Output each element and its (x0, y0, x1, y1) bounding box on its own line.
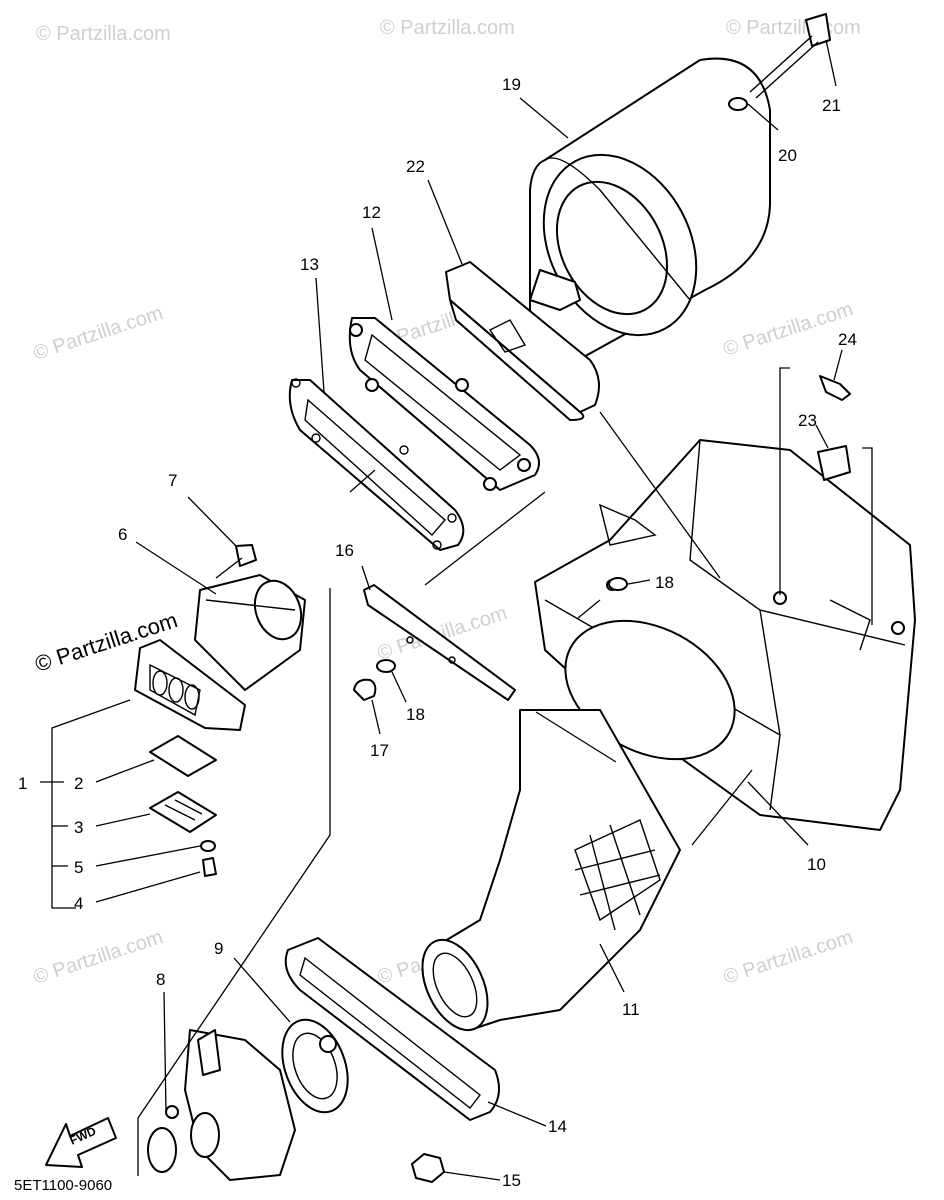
grommet[interactable] (608, 577, 628, 591)
watermark: © Partzilla.com (31, 302, 166, 365)
callout-24[interactable]: 24 (838, 330, 857, 349)
callout-10[interactable]: 10 (807, 855, 826, 874)
watermark: © Partzilla.com (721, 298, 856, 361)
intake-manifold[interactable] (194, 574, 309, 691)
diagram-code: 5ET1100-9060 (14, 1177, 112, 1194)
air-filter-element[interactable] (514, 57, 771, 373)
screw[interactable] (202, 857, 217, 877)
callout-16[interactable]: 16 (335, 541, 354, 560)
grommet[interactable] (376, 659, 396, 673)
callout-14[interactable]: 14 (548, 1117, 567, 1136)
watermark: © Partzilla.com (726, 17, 861, 39)
plate[interactable] (363, 584, 516, 701)
joint[interactable] (270, 1011, 359, 1122)
leader-lines (40, 39, 873, 1181)
callout-20[interactable]: 20 (778, 146, 797, 165)
callout-19[interactable]: 19 (502, 75, 521, 94)
callout-7[interactable]: 7 (168, 471, 177, 490)
callout-15[interactable]: 15 (502, 1171, 521, 1190)
callout-13[interactable]: 13 (300, 255, 319, 274)
callout-5[interactable]: 5 (74, 858, 83, 877)
clip[interactable] (817, 445, 851, 481)
washer[interactable] (200, 840, 216, 852)
callout-18[interactable]: 18 (406, 705, 425, 724)
callout-17[interactable]: 17 (370, 741, 389, 760)
watermark: © Partzilla.com (721, 926, 856, 989)
gasket[interactable] (288, 378, 465, 551)
forward-arrow-icon: FWD (45, 1117, 117, 1168)
callout-3[interactable]: 3 (74, 818, 83, 837)
cover[interactable] (284, 937, 500, 1121)
intake-duct[interactable] (409, 709, 681, 1040)
carburetor (184, 1029, 296, 1181)
reed-valve[interactable] (149, 735, 217, 777)
callout-6[interactable]: 6 (118, 525, 127, 544)
nut[interactable] (411, 1153, 445, 1183)
washer-2[interactable] (728, 97, 748, 111)
watermark: © Partzilla.com (36, 23, 171, 45)
watermark: © Partzilla.com (31, 926, 166, 989)
reed-stopper[interactable] (149, 791, 217, 833)
callout-18[interactable]: 18 (655, 573, 674, 592)
callout-1[interactable]: 1 (18, 774, 27, 793)
watermark: © Partzilla.com (380, 17, 515, 39)
hose-clamp[interactable] (147, 1105, 179, 1173)
callout-4[interactable]: 4 (74, 894, 83, 913)
callout-23[interactable]: 23 (798, 411, 817, 430)
callout-12[interactable]: 12 (362, 203, 381, 222)
rivet[interactable] (353, 678, 377, 701)
callout-2[interactable]: 2 (74, 774, 83, 793)
bolt[interactable] (215, 544, 257, 579)
callout-9[interactable]: 9 (214, 939, 223, 958)
bolt-2[interactable] (749, 13, 831, 99)
callout-8[interactable]: 8 (156, 970, 165, 989)
filter-case[interactable] (445, 261, 600, 421)
gasket-plate[interactable] (348, 317, 540, 491)
bolt-3[interactable] (819, 375, 851, 401)
callout-11[interactable]: 11 (622, 1000, 640, 1019)
air-box[interactable] (534, 439, 916, 831)
callout-numbers: 1 2 3 4 5 6 7 8 9 10 11 12 13 14 15 16 1… (18, 75, 857, 1190)
callout-22[interactable]: 22 (406, 157, 425, 176)
reed-valve-assy[interactable] (134, 639, 246, 731)
callout-21[interactable]: 21 (822, 96, 841, 115)
